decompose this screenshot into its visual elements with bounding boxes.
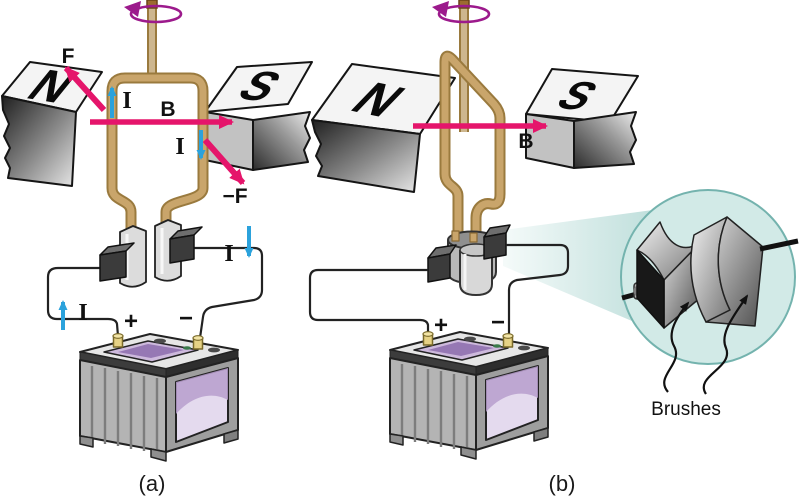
current-label-loop-right: I: [175, 134, 184, 160]
neg-force-arrow-a: [202, 138, 246, 185]
battery-plus-label-b: +: [434, 312, 448, 339]
armature-loop-a: [106, 72, 209, 238]
panel-b: N S B: [308, 0, 639, 496]
caption-a: (a): [139, 471, 166, 496]
current-label-wire-right: I: [224, 241, 233, 267]
battery-minus-label-a: −: [179, 305, 193, 332]
magnifier-inset: Brushes: [503, 189, 799, 420]
circuit-wires-b: [308, 243, 570, 336]
commutator-a: [99, 219, 203, 288]
commutator-b: [427, 224, 511, 296]
brush-pointer-left: [663, 301, 690, 393]
inset-brush-right: [690, 216, 764, 327]
battery-plus-label-a: +: [124, 308, 138, 335]
caption-b: (b): [549, 471, 576, 496]
force-arrow-a: [63, 65, 107, 113]
field-label-b: B: [518, 130, 533, 153]
magnet-north-b: N: [311, 63, 456, 193]
brush-pointer-right: [702, 294, 749, 395]
neg-force-label: −F: [222, 185, 247, 208]
current-label-wire-left: I: [78, 300, 87, 326]
current-label-loop-left: I: [122, 88, 131, 114]
field-label-a: B: [160, 98, 175, 121]
brushes-label: Brushes: [651, 399, 721, 420]
axle-right: [759, 238, 799, 252]
force-label: F: [62, 45, 75, 68]
battery-a: [78, 332, 240, 463]
battery-minus-label-b: −: [491, 309, 505, 336]
circuit-wires-a: [46, 246, 264, 339]
armature-loop-b: [439, 50, 506, 246]
shaft-a: [146, 0, 158, 80]
panel-a: N S F B −F I I I I: [1, 0, 313, 496]
magnet-north-a: N: [1, 60, 103, 187]
battery-b: [388, 330, 550, 461]
magnet-south-b: S: [525, 68, 639, 169]
